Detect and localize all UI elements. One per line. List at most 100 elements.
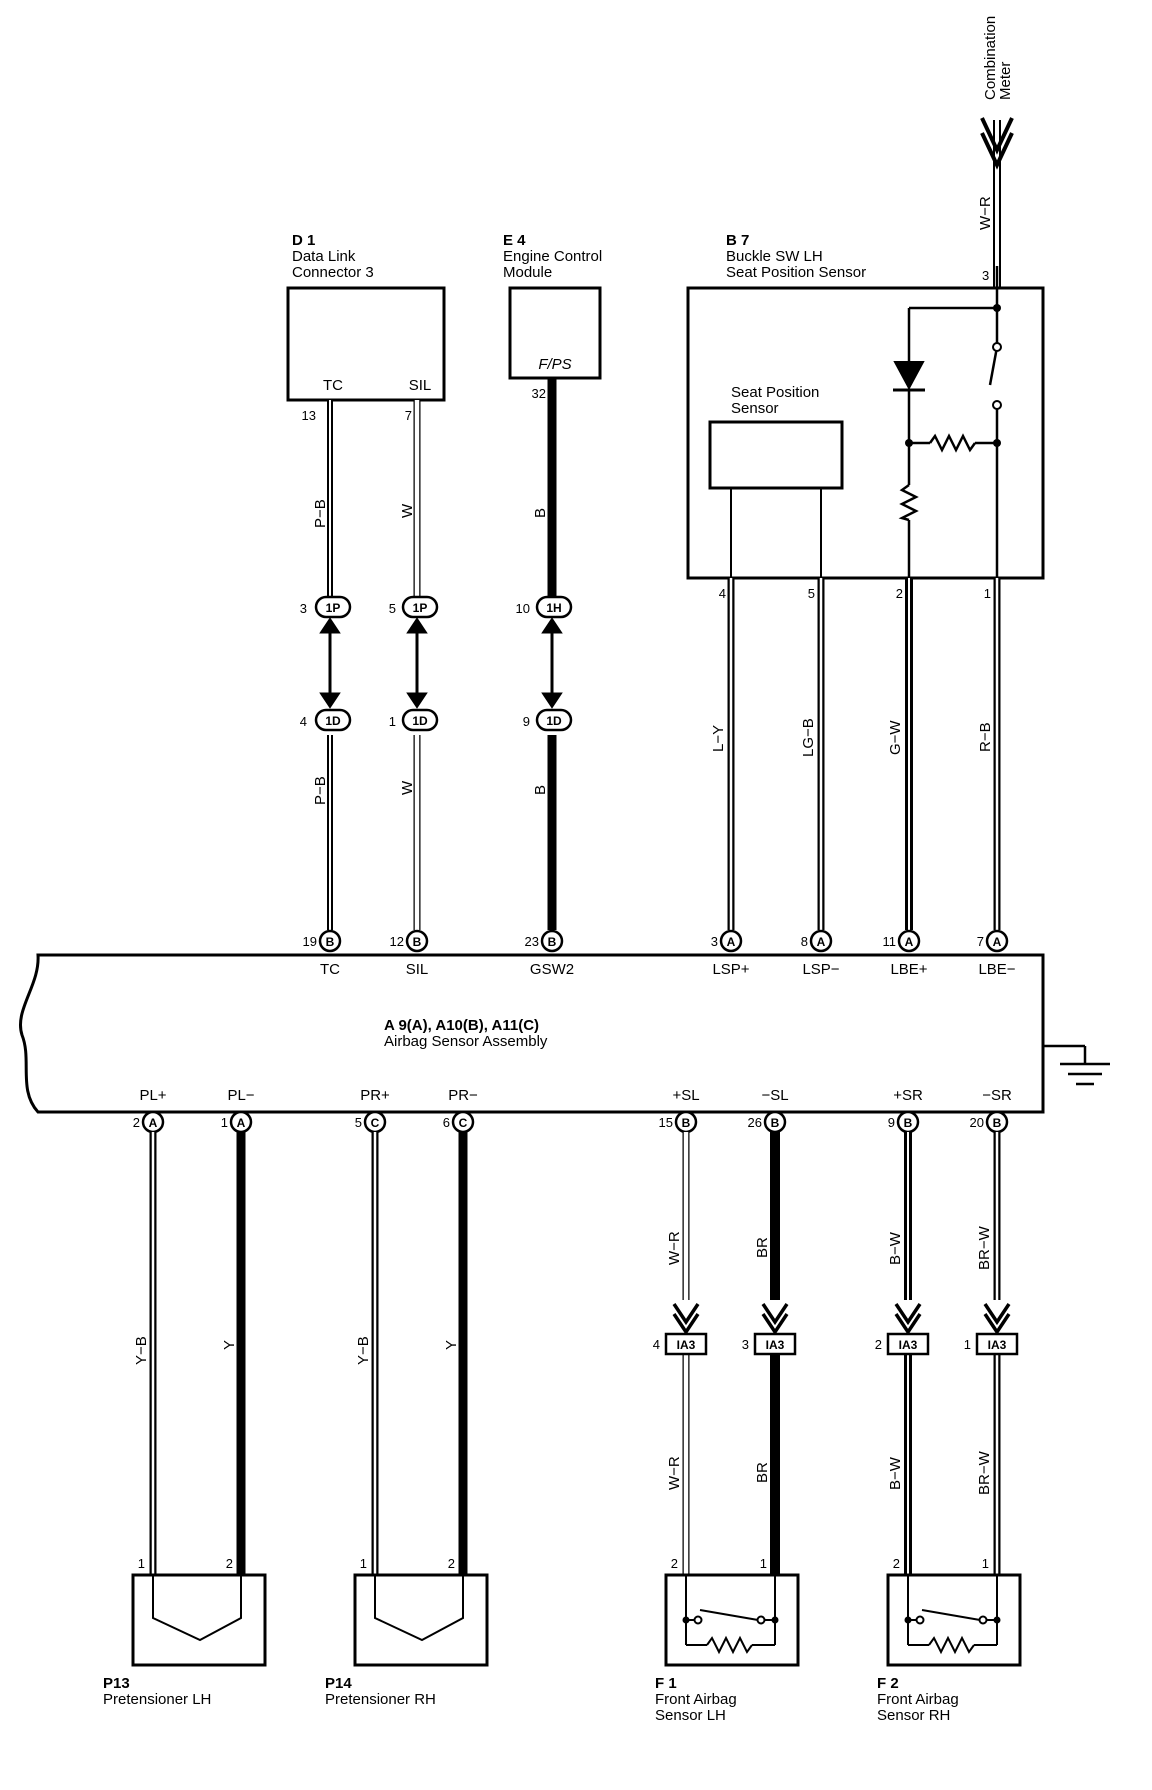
top-terminal-conn: A: [993, 935, 1002, 949]
diode-icon: [893, 361, 925, 391]
f1-contact: [756, 1615, 766, 1625]
ground-icon: [1043, 1044, 1110, 1086]
e4-fps-label: F/PS: [538, 356, 571, 373]
bottom-terminal-pin: 9: [888, 1115, 895, 1130]
d1-name-2: Connector 3: [292, 264, 374, 281]
b7-pin-4: 4: [719, 586, 726, 601]
f2-id: F 2: [877, 1675, 899, 1692]
top-terminal-label: LSP+: [712, 961, 749, 978]
e4-pin: 32: [532, 386, 546, 401]
bottom-terminal-conn: B: [682, 1116, 691, 1130]
e4-name-2: Module: [503, 264, 552, 281]
f1-node: [771, 1616, 779, 1624]
bottom-terminal: B26−SL: [748, 1087, 789, 1134]
top-terminal-pin: 11: [883, 934, 897, 949]
f2-name-2: Sensor RH: [877, 1707, 950, 1724]
ia3-pin: 2: [875, 1337, 882, 1352]
b7-internal-circuit: [898, 266, 999, 578]
d1-id: D 1: [292, 232, 315, 249]
p13-squib-icon: [152, 1575, 242, 1642]
svg-text:9: 9: [523, 714, 530, 729]
wire-color-lsp-plus: L−Y: [710, 725, 727, 752]
f1-node: [682, 1616, 690, 1624]
b7-sps-2: Sensor: [731, 400, 779, 417]
top-terminal-pin: 12: [390, 934, 404, 949]
wire-color-sl-plus-2: W−R: [666, 1456, 683, 1490]
bottom-terminal-conn: B: [771, 1116, 780, 1130]
svg-text:1D: 1D: [546, 714, 562, 728]
f2-node: [993, 1616, 1001, 1624]
top-terminal-conn: A: [727, 935, 736, 949]
bottom-terminal-pin: 1: [221, 1115, 228, 1130]
a9-name: Airbag Sensor Assembly: [384, 1033, 548, 1050]
bottom-terminal-label: PR+: [360, 1087, 390, 1104]
bottom-terminal-pin: 20: [970, 1115, 984, 1130]
bottom-terminal-pin: 26: [748, 1115, 762, 1130]
top-terminal-pin: 19: [303, 934, 317, 949]
b7-node: [993, 439, 1001, 447]
wire-color-pl-plus: Y−B: [133, 1336, 150, 1365]
bottom-terminal-pin: 6: [443, 1115, 450, 1130]
junction-1d-tc: 1D 4: [300, 708, 352, 732]
bottom-terminal-conn: B: [904, 1116, 913, 1130]
ia3-pin: 3: [742, 1337, 749, 1352]
top-terminal-label: GSW2: [530, 961, 574, 978]
top-terminal-label: LBE+: [890, 961, 927, 978]
meter-label-2: Meter: [997, 62, 1014, 100]
p13-pin-2: 2: [226, 1556, 233, 1571]
top-terminal-conn: B: [326, 935, 335, 949]
wire-color-sil: W: [399, 503, 416, 518]
p13-pin-1: 1: [138, 1556, 145, 1571]
wire-color-lsp-minus: LG−B: [800, 718, 817, 757]
top-terminal-label: TC: [320, 961, 340, 978]
top-terminal-label: LBE−: [978, 961, 1015, 978]
wire-color-pr-minus: Y: [443, 1340, 460, 1350]
top-terminal-conn: A: [817, 935, 826, 949]
p14-squib-icon: [374, 1575, 464, 1642]
svg-text:1D: 1D: [412, 714, 428, 728]
ia3-label: IA3: [988, 1338, 1007, 1352]
f2-pin-1: 1: [982, 1556, 989, 1571]
ia3-label: IA3: [677, 1338, 696, 1352]
top-terminal-pin: 23: [525, 934, 539, 949]
f1-name-2: Sensor LH: [655, 1707, 726, 1724]
e4-id: E 4: [503, 232, 526, 249]
ia3-pin: 4: [653, 1337, 660, 1352]
airbag-sensor-assembly-box: [19, 953, 1045, 1114]
b7-node: [993, 304, 1001, 312]
svg-text:10: 10: [516, 601, 530, 616]
connector-arrow-icon: [319, 617, 563, 709]
f2-contact: [915, 1615, 925, 1625]
svg-text:1H: 1H: [546, 601, 561, 615]
bottom-terminal-conn: C: [371, 1116, 380, 1130]
d1-pin-sil: 7: [405, 408, 412, 423]
wire-color-gsw2-2: B: [532, 785, 549, 795]
top-terminal-pin: 3: [711, 934, 718, 949]
junction-1d-gsw: 1D 9: [523, 708, 573, 732]
svg-text:1D: 1D: [325, 714, 341, 728]
svg-text:5: 5: [389, 601, 396, 616]
f2-name-1: Front Airbag: [877, 1691, 959, 1708]
b7-node: [905, 439, 913, 447]
top-terminal-conn: B: [548, 935, 557, 949]
bottom-terminal-pin: 15: [659, 1115, 673, 1130]
top-terminal-conn: A: [905, 935, 914, 949]
f1-id: F 1: [655, 1675, 677, 1692]
junction-1d-sil: 1D 1: [389, 708, 439, 732]
seat-position-sensor-box: [708, 420, 844, 490]
ia3-label: IA3: [899, 1338, 918, 1352]
f1-contact: [693, 1615, 703, 1625]
bottom-terminal-label: +SL: [672, 1087, 699, 1104]
ia3-connector: IA3 2: [875, 1303, 930, 1356]
p14-id: P14: [325, 1675, 352, 1692]
bottom-wires: [149, 1132, 1001, 1575]
wire-color-tc-2: P−B: [312, 776, 329, 805]
